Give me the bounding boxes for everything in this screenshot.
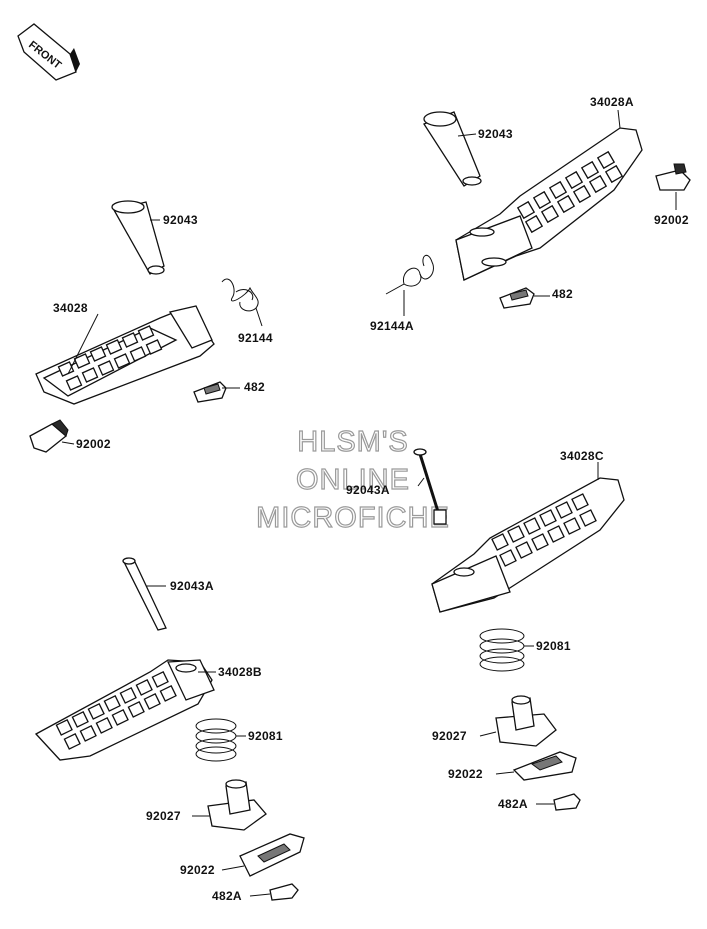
label-92081: 92081 [248,729,283,743]
pin-part [413,448,447,525]
label-92081: 92081 [536,639,571,653]
group-bottom-right: 92043A 34028C 92081 92027 92022 482A [346,448,625,811]
pin-part [122,557,167,631]
clip-482-part [193,381,227,403]
label-92043: 92043 [478,127,513,141]
clip-482-part [499,287,535,309]
watermark-line-2: ONLINE [296,464,410,496]
plate-92022-part [239,833,305,877]
plate-92022-part [512,751,577,781]
pin-part [423,111,482,187]
pin-part [111,200,165,275]
footpeg-part [34,659,215,761]
label-482: 482 [552,287,573,301]
label-34028A: 34028A [590,95,634,109]
footpeg-part [431,477,625,613]
label-92043A: 92043A [170,579,214,593]
bumper-92002-part [655,163,691,191]
label-34028C: 34028C [560,449,604,463]
watermark: HLSM'S ONLINE MICROFICHE [256,425,450,534]
group-top-left: 92043 34028 92144 482 92002 [29,200,273,453]
label-482A: 482A [498,797,528,811]
spring-92081-part [479,628,525,672]
grip-pattern [516,150,624,234]
label-482: 482 [244,380,265,394]
spring-part [385,254,434,295]
label-34028B: 34028B [218,665,262,679]
label-92022: 92022 [448,767,483,781]
footpeg-part [455,127,643,281]
label-92002: 92002 [654,213,689,227]
group-bottom-left: 92043A 34028B 92081 92027 92022 482A [34,557,305,903]
label-92002: 92002 [76,437,111,451]
front-arrow-tag: FRONT [17,23,80,81]
grip-pattern [55,671,177,750]
label-92027: 92027 [432,729,467,743]
clip-482A-part [553,793,581,811]
footpeg-part [35,305,215,405]
label-92144: 92144 [238,331,273,345]
spring-part [221,278,259,312]
watermark-line-1: HLSM'S [297,426,408,458]
label-34028: 34028 [53,301,88,315]
label-92144A: 92144A [370,319,414,333]
bracket-92027-part [495,695,557,747]
group-top-right: 92043 34028A 92002 92144A 482 [370,95,691,333]
watermark-line-3: MICROFICHE [256,502,450,534]
label-92043: 92043 [163,213,198,227]
grip-pattern [57,325,163,391]
bracket-92027-part [207,779,267,831]
label-92022: 92022 [180,863,215,877]
bumper-92002-part [29,419,69,453]
grip-pattern [491,493,597,567]
label-482A: 482A [212,889,242,903]
clip-482A-part [269,883,299,901]
label-92027: 92027 [146,809,181,823]
spring-92081-part [195,718,237,762]
label-92043A: 92043A [346,483,390,497]
